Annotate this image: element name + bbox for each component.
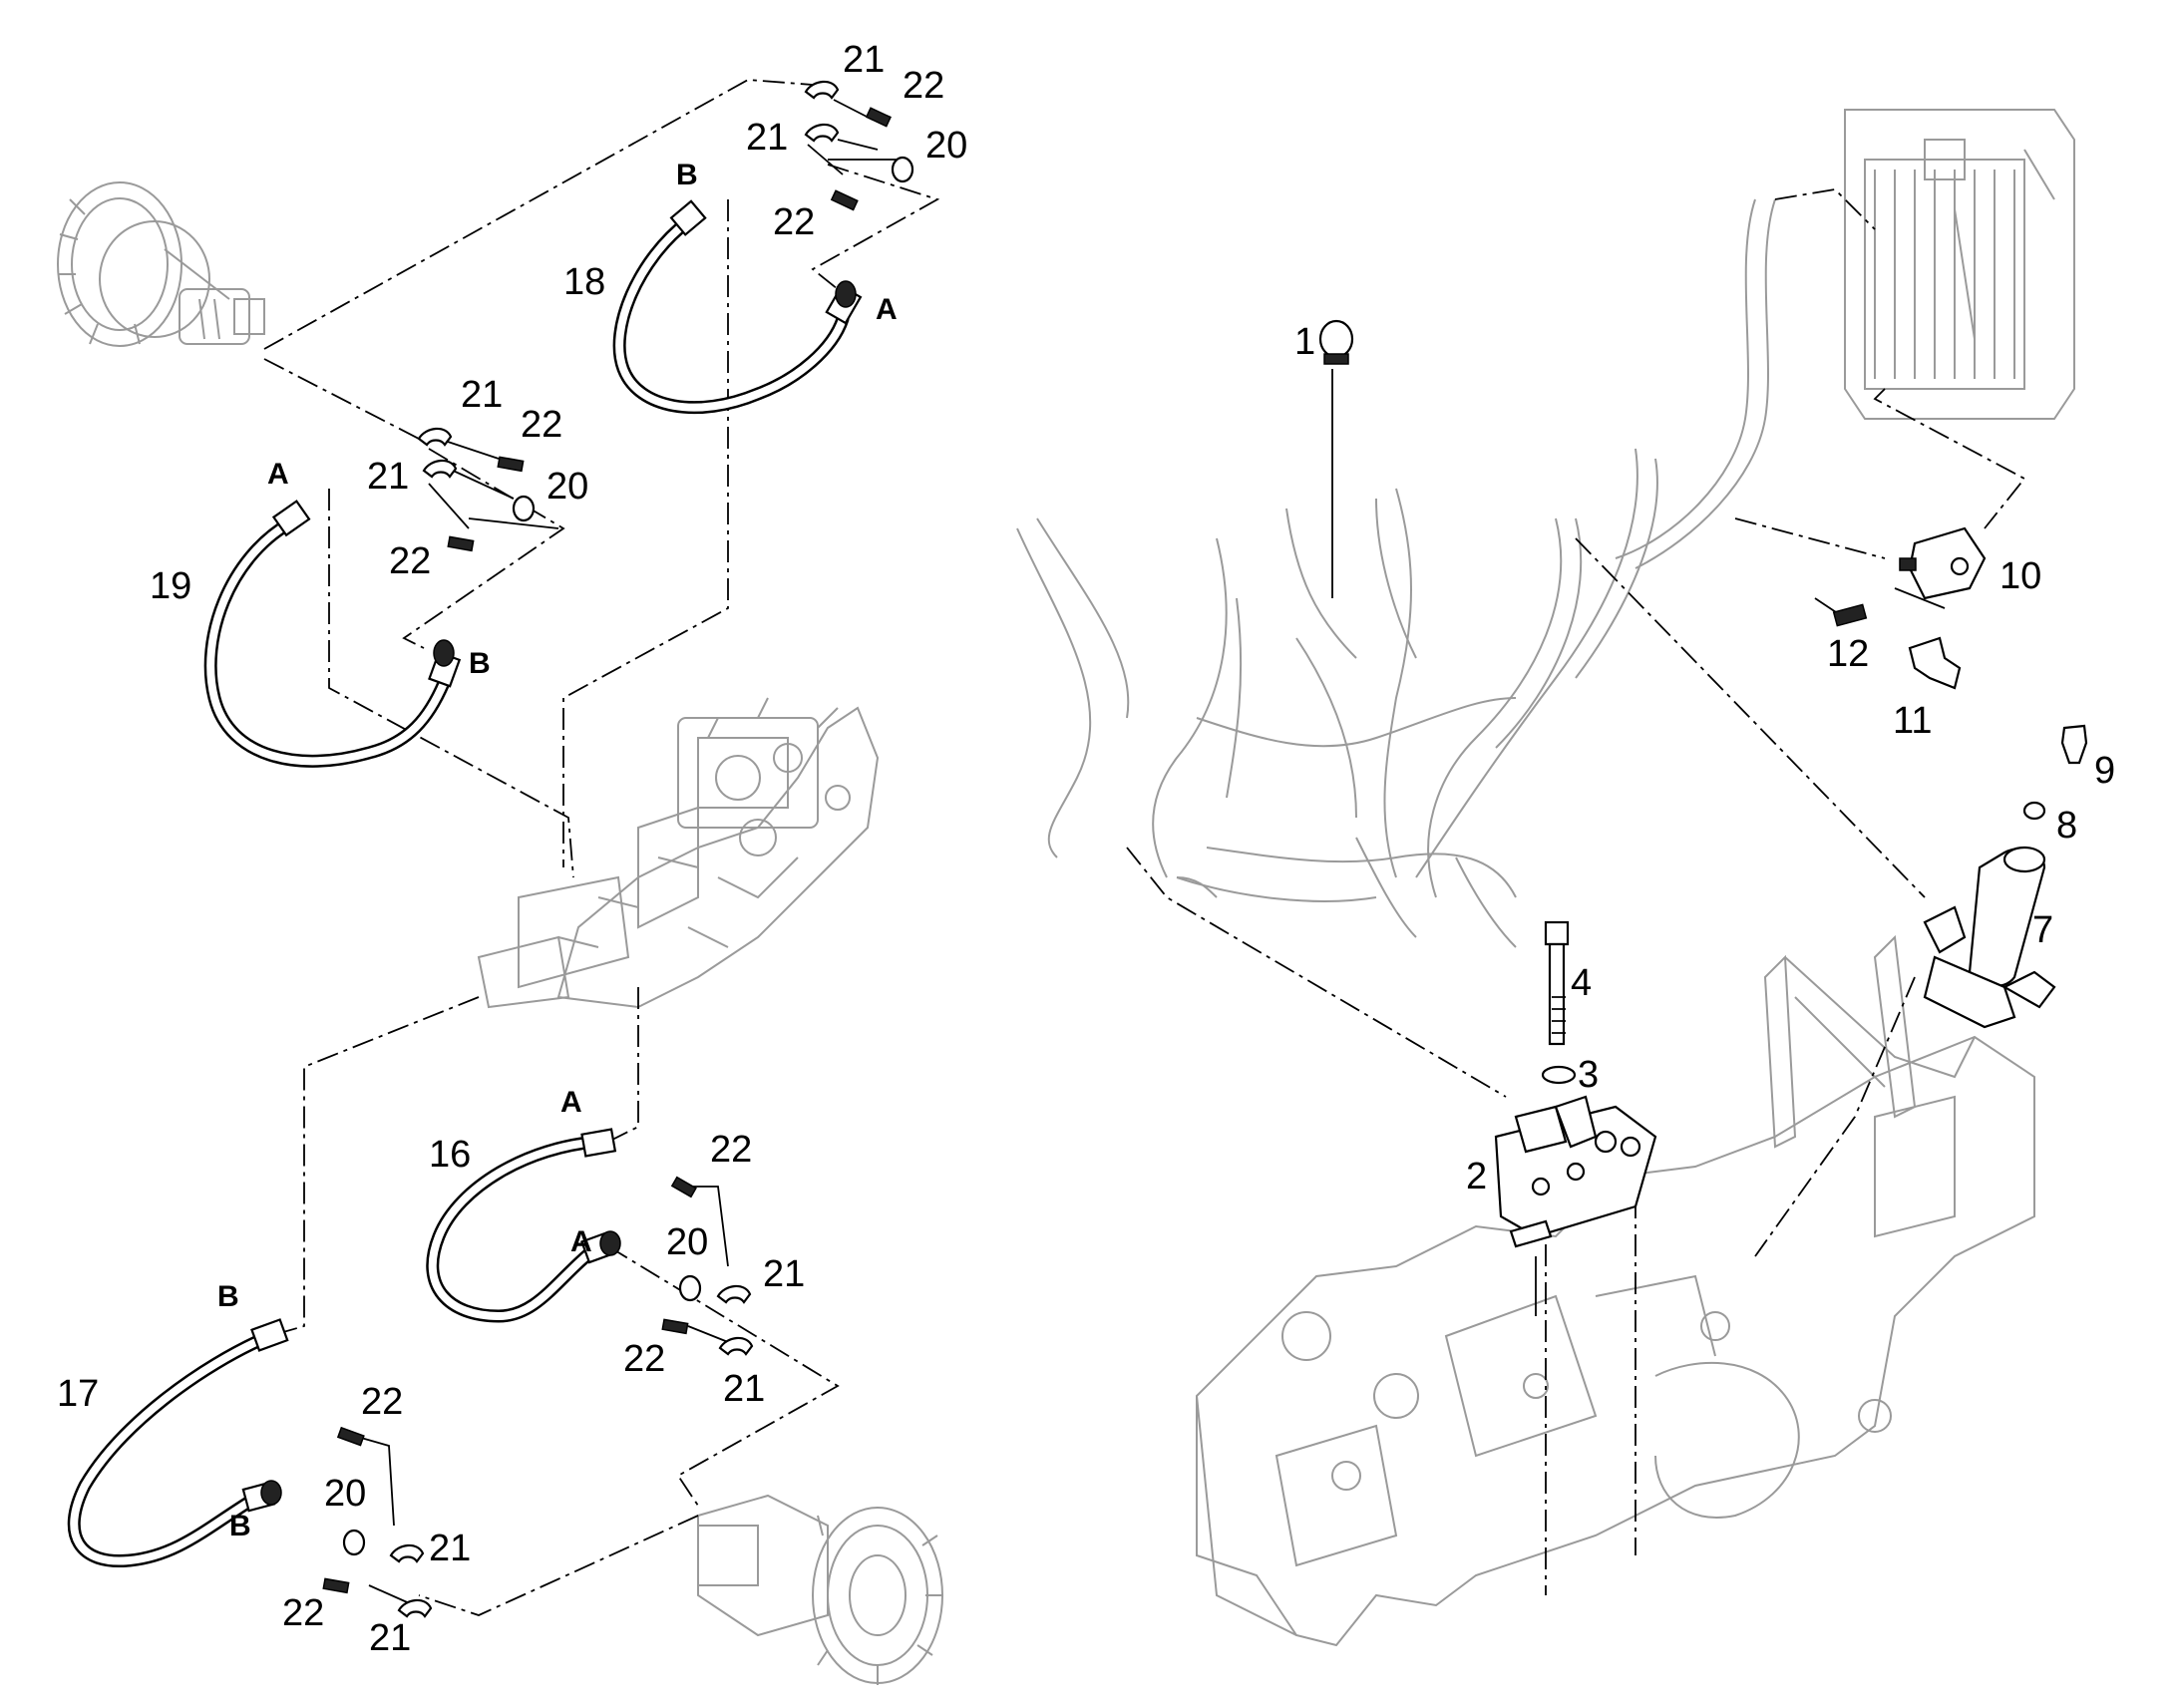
callout-20: 20 [546, 466, 588, 508]
part-1-clamp [1318, 319, 1354, 365]
callout-8: 8 [2056, 805, 2077, 847]
callout-4: 4 [1571, 962, 1592, 1004]
callout-22: 22 [773, 201, 815, 243]
callout-B: B [469, 647, 491, 680]
callout-22: 22 [710, 1129, 752, 1171]
callout-12: 12 [1827, 633, 1869, 675]
callout-22: 22 [623, 1338, 665, 1380]
callout-2: 2 [1466, 1156, 1487, 1197]
drive-motor-lower-right [697, 1494, 943, 1685]
part-2-valve-block [1494, 1095, 1657, 1248]
callout-1: 1 [1294, 321, 1315, 363]
callout-21: 21 [369, 1617, 411, 1659]
callout-21: 21 [723, 1368, 765, 1410]
callout-A: A [570, 1225, 592, 1258]
hose-bundle [1016, 198, 1776, 948]
machine-frame [1196, 934, 2035, 1647]
fittings-lower [322, 1426, 433, 1618]
callout-22: 22 [521, 404, 562, 446]
hose-16 [426, 1128, 621, 1323]
hose-19 [203, 500, 462, 768]
fittings-upper [804, 80, 914, 211]
callout-19: 19 [150, 565, 191, 607]
part-7-filter [1923, 846, 2056, 1029]
part-10-valve [1899, 526, 1987, 600]
engine-transmission-center [477, 697, 880, 1009]
fittings-lower-mid [661, 1176, 754, 1356]
callout-11: 11 [1893, 700, 1932, 742]
part-8-washer [2022, 801, 2046, 821]
callout-A: A [267, 458, 289, 491]
part-3-washer [1541, 1065, 1577, 1085]
callout-21: 21 [461, 374, 503, 416]
part-11-fitting [1908, 636, 1962, 690]
callout-3: 3 [1578, 1054, 1599, 1096]
pointer-lines [353, 99, 1946, 1606]
callout-21: 21 [367, 456, 409, 498]
callout-A: A [876, 293, 898, 326]
callout-22: 22 [361, 1381, 403, 1423]
callout-17: 17 [57, 1373, 99, 1415]
radiator-cooler [1844, 109, 2075, 420]
callout-21: 21 [429, 1528, 471, 1569]
callout-20: 20 [324, 1473, 366, 1515]
callout-B: B [676, 159, 698, 191]
callout-labels: 21 22 21 20 22 B 18 A 21 22 21 20 22 A 1… [57, 39, 2115, 1659]
callout-B: B [217, 1280, 239, 1313]
callout-21: 21 [746, 117, 788, 159]
callout-20: 20 [925, 125, 967, 167]
callout-9: 9 [2094, 750, 2115, 792]
hose-18 [612, 199, 863, 415]
callout-22: 22 [282, 1592, 324, 1634]
callout-22: 22 [389, 540, 431, 582]
hose-17 [67, 1318, 289, 1568]
callout-21: 21 [843, 39, 885, 81]
fittings-upper-mid [417, 427, 536, 552]
callout-16: 16 [429, 1134, 471, 1176]
leader-lines [263, 79, 2026, 1616]
callout-20: 20 [666, 1221, 708, 1263]
callout-B: B [229, 1510, 251, 1542]
callout-10: 10 [1999, 555, 2041, 597]
callout-A: A [560, 1086, 582, 1119]
part-4-bolt [1544, 920, 1570, 1046]
part-9-plug [2060, 724, 2088, 765]
callout-18: 18 [563, 261, 605, 303]
part-12-bolt [1832, 603, 1868, 627]
drive-motor-upper-left [57, 181, 265, 347]
callout-7: 7 [2032, 909, 2053, 951]
callout-21: 21 [763, 1253, 805, 1295]
callout-22: 22 [903, 65, 944, 107]
